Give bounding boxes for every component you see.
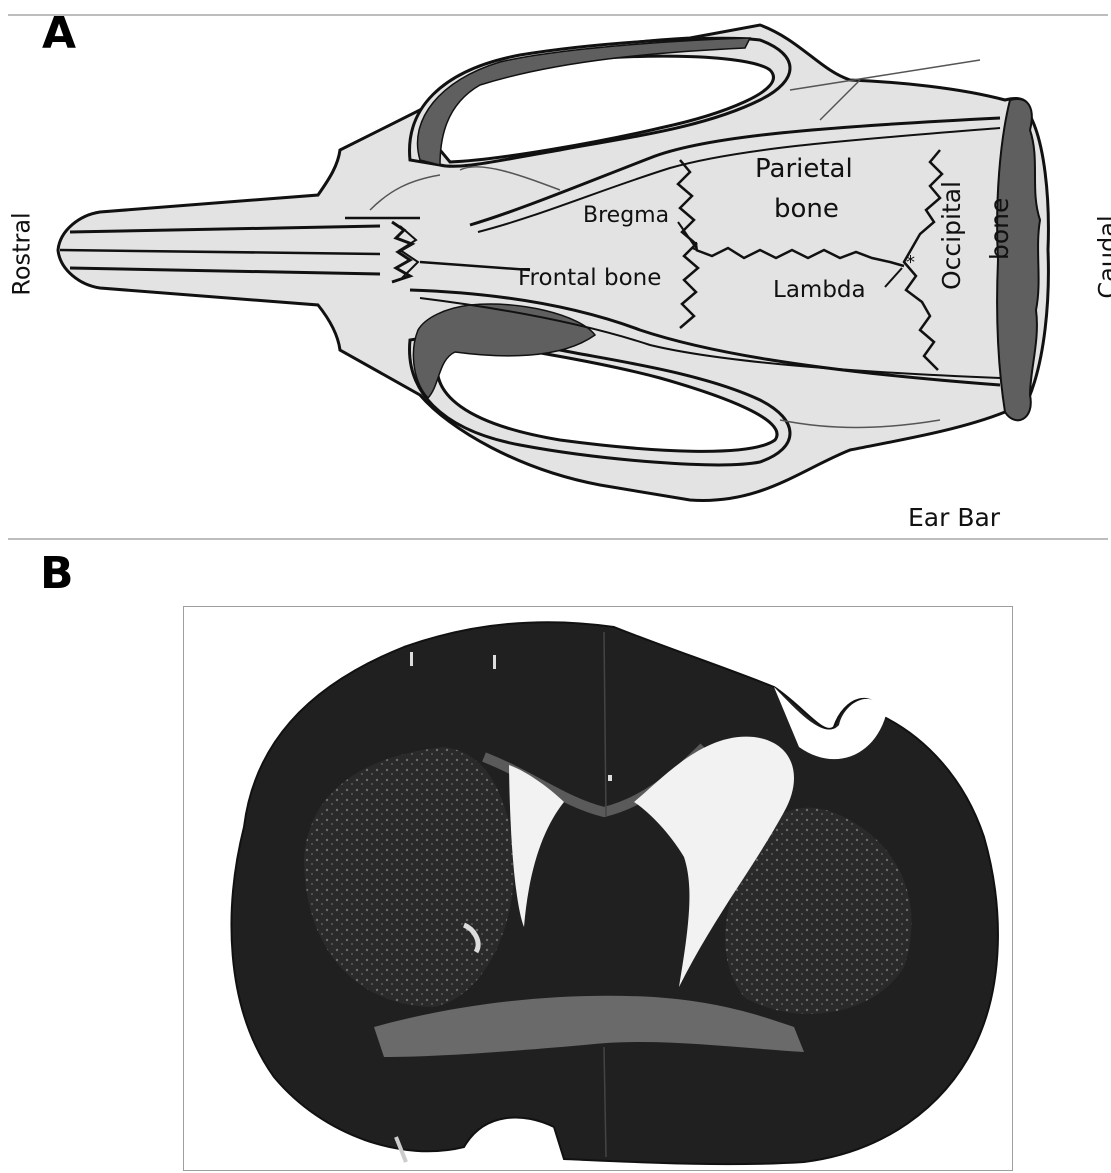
- brain-section-image: [183, 606, 1013, 1171]
- parietal-label-2: bone: [774, 194, 839, 224]
- middle-divider: [8, 538, 1108, 540]
- caudal-label: Caudal: [1094, 215, 1111, 298]
- ear-bar-label: Ear Bar: [908, 503, 1000, 532]
- lambda-label: Lambda: [773, 277, 866, 303]
- rostral-label: Rostral: [8, 212, 36, 295]
- bregma-label: Bregma: [583, 203, 669, 228]
- asterisk-marker: *: [906, 252, 915, 273]
- panel-b-label: B: [40, 552, 74, 596]
- frontal-bone-label: Frontal bone: [518, 265, 661, 291]
- skull-diagram: Bregma Parietal bone Frontal bone Lambda…: [0, 0, 1111, 540]
- occipital-label-2: bone: [985, 198, 1014, 260]
- parietal-label-1: Parietal: [755, 154, 853, 184]
- brain-section-svg: [184, 607, 1013, 1171]
- occipital-label-1: Occipital: [937, 181, 966, 290]
